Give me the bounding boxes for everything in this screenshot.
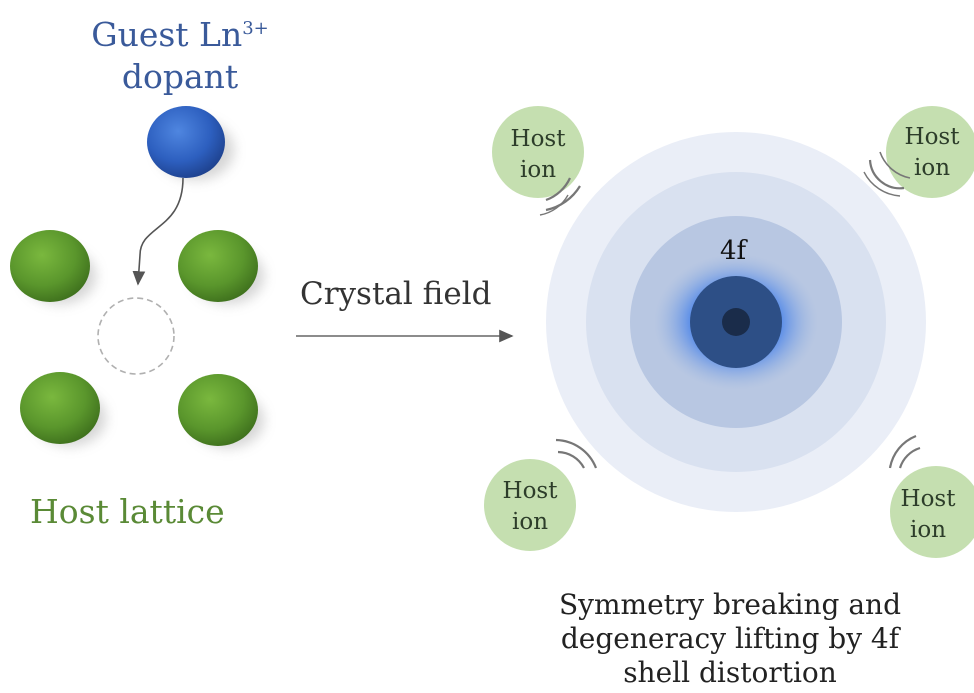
host-lattice-sphere-4 <box>178 374 258 446</box>
caption-line3: shell distortion <box>623 656 837 689</box>
host-lattice-sphere-3 <box>20 372 100 444</box>
host-ion-3-line1: Host <box>502 478 558 504</box>
nucleus <box>722 308 750 336</box>
caption: Symmetry breaking and degeneracy lifting… <box>520 588 940 690</box>
host-ion-label-4: Host ion <box>884 484 972 546</box>
guest-label-text: Guest Ln <box>91 15 243 54</box>
caption-line2: degeneracy lifting by 4f <box>560 622 900 655</box>
host-lattice-label: Host lattice <box>30 492 225 531</box>
host-ion-circle-4 <box>890 466 974 558</box>
host-ion-2-line2: ion <box>913 155 951 181</box>
host-ion-label-1: Host ion <box>493 124 583 186</box>
crystal-field-label: Crystal field <box>300 276 492 312</box>
host-ion-circle-1 <box>492 106 584 198</box>
host-ion-2-line1: Host <box>904 124 960 150</box>
host-ion-4-line1: Host <box>900 486 956 512</box>
guest-dopant-label: Guest Ln3+ dopant <box>60 14 300 98</box>
vibration-arcs <box>539 151 921 469</box>
guest-label-dopant: dopant <box>121 57 239 96</box>
substitution-arrow <box>132 177 184 286</box>
host-ion-4-line2: ion <box>909 517 947 543</box>
host-ion-label-2: Host ion <box>887 122 974 184</box>
host-ion-label-3: Host ion <box>485 476 575 538</box>
guest-dopant-sphere <box>147 106 225 178</box>
caption-line1: Symmetry breaking and <box>558 588 902 621</box>
host-ion-circle-3 <box>484 459 576 551</box>
host-ion-1-line1: Host <box>510 126 566 152</box>
guest-charge: 3+ <box>242 18 269 39</box>
host-lattice-sphere-1 <box>10 230 90 302</box>
host-lattice-sphere-2 <box>178 230 258 302</box>
host-ion-3-line2: ion <box>511 509 549 535</box>
host-ion-circle-2 <box>886 106 974 198</box>
4f-label: 4f <box>720 236 747 266</box>
host-ion-1-line2: ion <box>519 157 557 183</box>
vacancy-site <box>97 297 175 375</box>
